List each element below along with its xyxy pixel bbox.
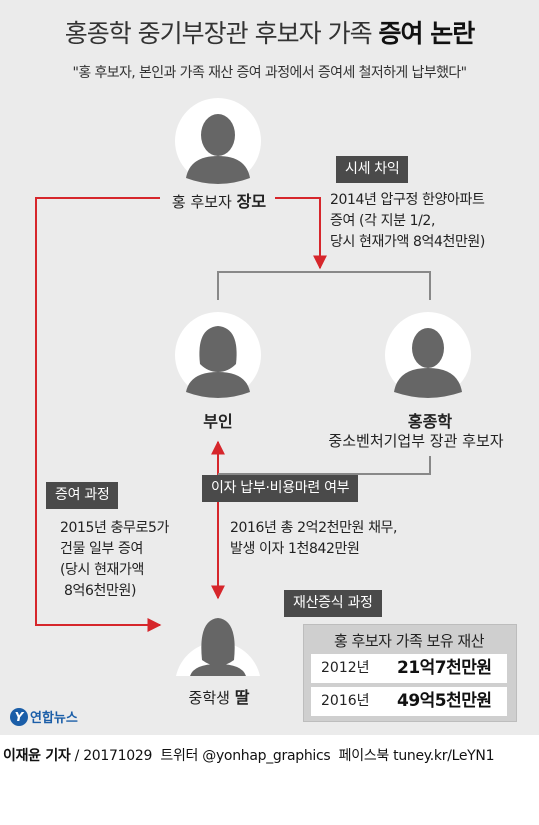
asset-title: 홍 후보자 가족 보유 재산 [333,632,485,650]
candidate-label: 홍종학 [370,408,490,432]
asset-year: 2016년 [321,693,370,709]
title-normal: 홍종학 중기부장관 후보자 가족 [64,19,373,48]
candidate-silhouette-icon [385,312,471,398]
daughter-name: 딸 [234,688,250,707]
candidate-name: 홍종학 [407,412,453,431]
credit-reporter: 이재윤 기자 [3,748,71,764]
note-debt-line: 발생 이자 1천842만원 [230,541,360,557]
daughter-label: 중학생 딸 [158,684,280,708]
yonhap-logo-icon: Y [10,707,28,726]
tag-gift-process: 증여 과정 [46,482,119,509]
page-title: 홍종학 중기부장관 후보자 가족 증여 논란 [0,14,539,50]
asset-value: 49억5천만원 [397,691,492,711]
candidate-role: 중소벤처기업부 장관 후보자 [328,432,504,450]
asset-row-2016: 2016년 49억5천만원 [311,687,507,716]
note-building-line: (당시 현재가액 [60,562,144,578]
arrow-apartment-gift [275,197,327,270]
tag-asset-growth: 재산증식 과정 [284,590,382,617]
mother-in-law-name: 장모 [236,192,267,211]
note-building: 2015년 충무로5가 건물 일부 증여 (당시 현재가액 8억6천만원) [60,518,169,602]
interest-line [218,456,431,475]
yonhap-logo-text: 연합뉴스 [30,711,78,726]
note-building-line: 8억6천만원) [60,583,137,599]
asset-value: 21억7천만원 [397,658,492,678]
subtitle: "홍 후보자, 본인과 가족 재산 증여 과정에서 증여세 철저하게 납부했다" [72,65,467,81]
asset-row-2012: 2012년 21억7천만원 [311,654,507,683]
note-building-line: 2015년 충무로5가 [60,520,169,536]
mother-in-law-prefix: 홍 후보자 [171,193,232,211]
credit-line: 이재윤 기자 / 20171029 트위터 @yonhap_graphics 페… [3,745,495,765]
asset-year: 2012년 [321,660,370,676]
wife-name: 부인 [203,412,233,431]
note-debt: 2016년 총 2억2천만원 채무, 발생 이자 1천842만원 [230,518,397,560]
tag-interest: 이자 납부·비용마련 여부 [202,475,359,502]
note-apartment-line: 2014년 압구정 한양아파트 [330,192,485,208]
note-debt-line: 2016년 총 2억2천만원 채무, [230,520,398,536]
note-apartment-line: 당시 현재가액 8억4천만원) [330,234,485,250]
daughter-silhouette-icon [176,618,260,676]
mother-in-law-label: 홍 후보자 장모 [158,188,280,212]
tag-market-gap: 시세 차익 [336,156,409,183]
note-apartment: 2014년 압구정 한양아파트 증여 (각 지분 1/2, 당시 현재가액 8억… [330,190,485,253]
credit-info: / 20171029 트위터 @yonhap_graphics 페이스북 tun… [70,748,495,764]
note-building-line: 건물 일부 증여 [60,541,143,557]
mother-in-law-silhouette-icon [175,98,261,184]
arrow-building-gift [35,197,162,632]
wife-label: 부인 [178,408,258,432]
note-apartment-line: 증여 (각 지분 1/2, [330,213,435,229]
title-bold: 증여 논란 [378,19,476,48]
wife-silhouette-icon [175,312,261,398]
daughter-prefix: 중학생 [188,689,230,707]
family-bracket [217,271,431,300]
